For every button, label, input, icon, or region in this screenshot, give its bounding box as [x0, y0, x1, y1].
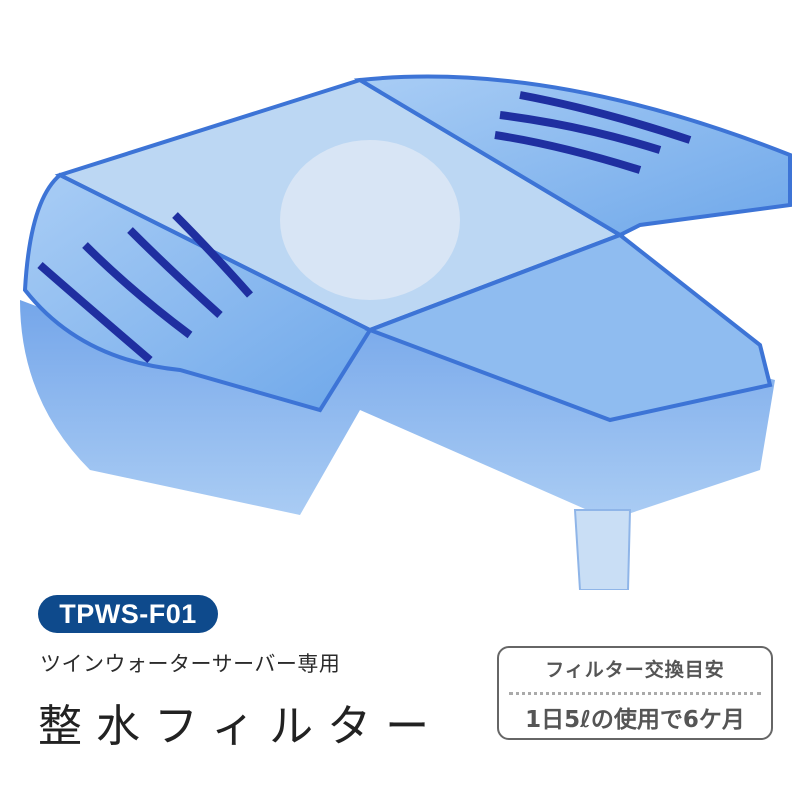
filter-product-image	[20, 74, 792, 590]
dotted-divider	[509, 692, 761, 695]
replacement-info-box: フィルター交換目安 1日5ℓの使用で6ケ月	[497, 646, 773, 740]
product-title: 整水フィルター	[38, 701, 444, 752]
product-subtitle: ツインウォーターサーバー専用	[40, 652, 341, 676]
replacement-label: フィルター交換目安	[545, 659, 725, 681]
replacement-value: 1日5ℓの使用で6ケ月	[525, 707, 745, 733]
model-badge: TPWS-F01	[38, 595, 218, 633]
